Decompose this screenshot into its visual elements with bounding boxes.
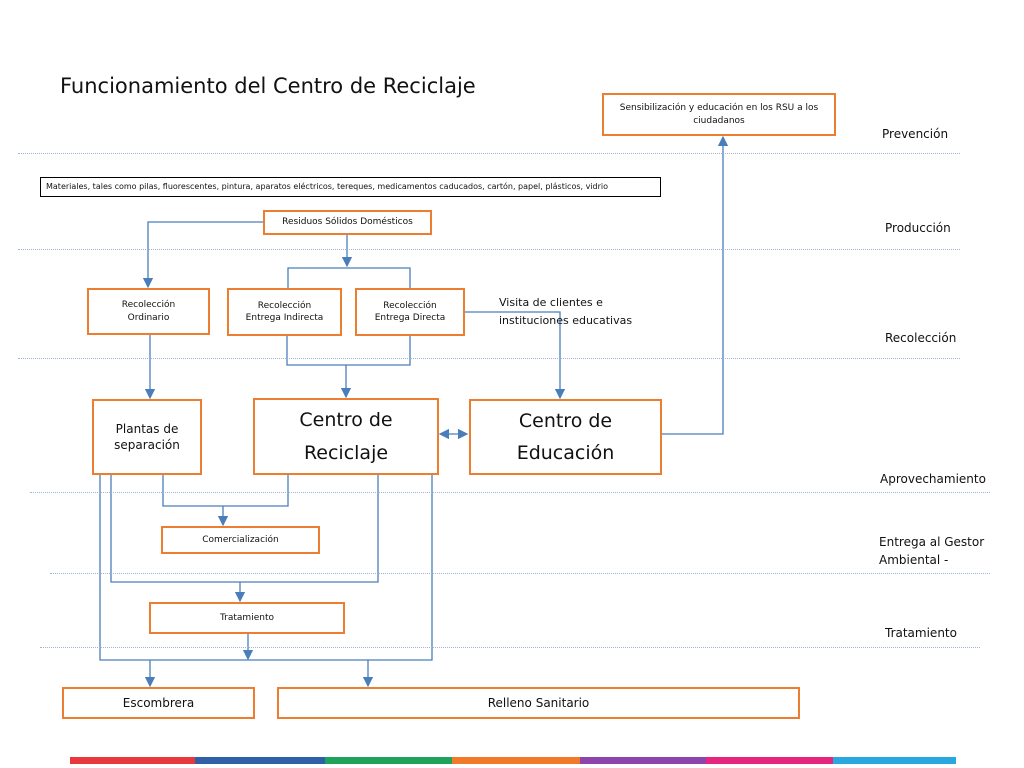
merge-line [286, 336, 411, 366]
split-branch-line [287, 267, 411, 288]
node-recoleccion-indirecta: Recolección Entrega Indirecta [227, 288, 342, 336]
stage-prevencion: Prevención [882, 127, 949, 141]
stage-aprovechamiento: Aprovechamiento [880, 472, 986, 486]
footer-segment-purple [580, 757, 706, 764]
separator-tratamiento [40, 647, 980, 648]
stage-tratamiento: Tratamiento [885, 626, 957, 640]
separator-produccion [18, 249, 960, 250]
stage-entrega: Entrega al Gestor Ambiental - [879, 535, 985, 567]
stage-produccion: Producción [885, 221, 951, 235]
directa-to-educacion-arrow [464, 311, 566, 400]
footer-segment-red [70, 757, 195, 764]
to-comercializacion-line [162, 474, 289, 507]
footer-segment-blue [195, 757, 325, 764]
node-plantas: Plantas de separación [92, 399, 202, 475]
node-comercializacion: Comercialización [161, 526, 320, 554]
node-recoleccion-directa: Recolección Entrega Directa [355, 288, 465, 336]
footer-segment-orange [452, 757, 580, 764]
residuos-to-ordinario-arrow [142, 221, 263, 289]
node-centro-educacion: Centro de Educación [469, 399, 662, 475]
node-recoleccion-ordinario: Recolección Ordinario [87, 288, 210, 335]
node-centro-reciclaje: Centro de Reciclaje [253, 398, 439, 475]
separator-aprovechamiento [30, 492, 990, 493]
footer-segment-green [325, 757, 452, 764]
node-sensibilizacion: Sensibilización y educación en los RSU a… [602, 93, 836, 136]
note-visita: Visita de clientes e instituciones educa… [499, 296, 633, 327]
to-tratamiento-line [110, 474, 379, 583]
footer-segment-pink [706, 757, 833, 764]
diagram-title: Funcionamiento del Centro de Reciclaje [60, 74, 476, 98]
stage-recoleccion: Recolección [885, 331, 957, 345]
outer-disposal-line [99, 474, 433, 661]
node-tratamiento: Tratamiento [149, 602, 345, 634]
separator-entrega [50, 573, 990, 574]
educacion-to-sensibilizacion-arrow [662, 135, 729, 435]
footer-segment-lightblue [833, 757, 956, 764]
separator-recoleccion [18, 358, 960, 359]
node-materiales: Materiales, tales como pilas, fluorescen… [40, 177, 661, 197]
node-relleno-sanitario: Relleno Sanitario [277, 687, 800, 719]
node-escombrera: Escombrera [62, 687, 255, 719]
separator-prevencion [18, 153, 960, 154]
node-residuos: Residuos Sólidos Domésticos [263, 210, 432, 235]
